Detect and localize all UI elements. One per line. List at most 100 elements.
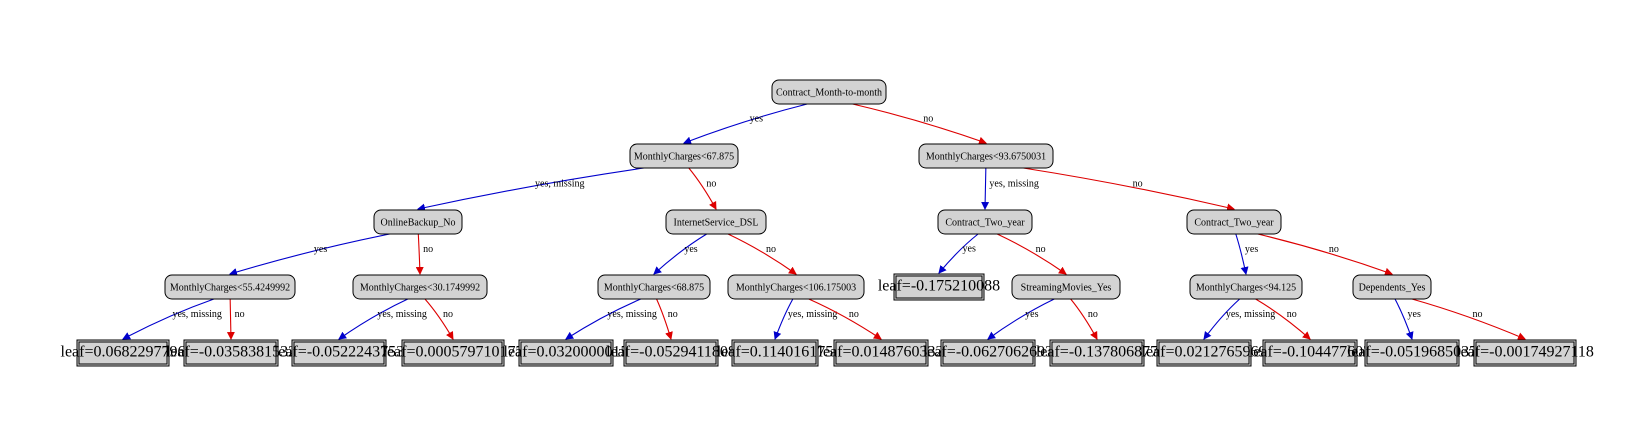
edge-n13-l12 [1255, 298, 1311, 340]
edge-n12-l9 [987, 298, 1055, 340]
node-label: Contract_Two_year [945, 218, 1025, 229]
leaf-box-inner [185, 341, 277, 365]
split-node-n12: StreamingMovies_Yes [1011, 274, 1121, 300]
leaf-node-l2: leaf=-0.0358381532 [166, 339, 296, 367]
leaf-box-inner [625, 341, 717, 365]
edge-n4-n9 [653, 233, 707, 275]
leaf-box-inner [293, 341, 385, 365]
node-label: MonthlyCharges<55.4249992 [170, 283, 290, 294]
split-node-n2: MonthlyCharges<93.6750031 [918, 143, 1054, 169]
node-label: leaf=-0.175210088 [878, 278, 1000, 295]
node-label: MonthlyCharges<68.875 [604, 283, 704, 294]
split-box [1186, 209, 1282, 235]
leaf-node-l10: leaf=-0.137806877 [1036, 339, 1158, 367]
edge-label-n0-n2: no [923, 114, 933, 125]
leaf-box [893, 273, 985, 301]
leaf-box [1262, 339, 1358, 367]
edge-label-n0-n1: yes [750, 114, 763, 125]
edge-label-n2-n6: no [1133, 179, 1143, 190]
edge-n8-l4 [424, 298, 454, 340]
edge-n0-n1 [683, 103, 808, 145]
edge-label-n4-n9: yes [684, 244, 697, 255]
leaf-node-l11: leaf=0.0212765969 [1142, 339, 1267, 367]
edge-label-n7-l1: yes, missing [172, 309, 221, 320]
edge-n9-l6 [656, 298, 673, 340]
node-label: leaf=-0.0519685037 [1347, 344, 1477, 361]
node-label: leaf=-0.0358381532 [166, 344, 296, 361]
leaf-box-inner [1264, 341, 1356, 365]
edge-label-n10-l8: no [849, 309, 859, 320]
split-node-n13: MonthlyCharges<94.125 [1189, 274, 1303, 300]
split-box [727, 274, 865, 300]
split-node-n0: Contract_Month-to-month [771, 79, 887, 105]
node-label: leaf=0.000579710177 [383, 344, 524, 361]
split-node-n10: MonthlyCharges<106.175003 [727, 274, 865, 300]
split-box [771, 79, 887, 105]
split-box [352, 274, 488, 300]
leaf-node-l1: leaf=0.0682297796 [61, 339, 186, 367]
edge-n3-n8 [415, 233, 424, 275]
node-label: InternetService_DSL [674, 218, 759, 229]
split-node-n8: MonthlyCharges<30.1749992 [352, 274, 488, 300]
edge-n10-l7 [773, 298, 794, 340]
split-box [937, 209, 1033, 235]
edge-label-n6-n13: yes [1245, 244, 1258, 255]
edge-label-n1-n3: yes, missing [535, 179, 584, 190]
node-label: Dependents_Yes [1359, 283, 1426, 294]
edge-n0-n2 [852, 103, 987, 145]
node-label: OnlineBackup_No [381, 218, 456, 229]
node-label: leaf=0.0148760332 [819, 344, 944, 361]
leaf-box-inner [895, 275, 983, 299]
leaf-box-inner [78, 341, 168, 365]
node-label: leaf=0.0682297796 [61, 344, 186, 361]
edge-n6-n14 [1257, 233, 1393, 276]
leaf-box-inner [1475, 341, 1575, 365]
nodes-layer: Contract_Month-to-monthMonthlyCharges<67… [61, 79, 1594, 367]
leaf-box [518, 339, 614, 367]
split-box [665, 209, 767, 235]
edge-label-n2-n5: yes, missing [989, 179, 1038, 190]
edge-n1-n3 [417, 167, 645, 212]
edge-n2-n6 [1023, 167, 1235, 212]
node-label: leaf=-0.137806877 [1036, 344, 1158, 361]
edge-label-n3-n8: no [423, 244, 433, 255]
leaf-box [1364, 339, 1460, 367]
edge-label-n5-n11: yes [963, 244, 976, 255]
split-box [1352, 274, 1432, 300]
leaf-box-inner [1051, 341, 1143, 365]
node-label: Contract_Month-to-month [776, 88, 882, 99]
leaf-box [1473, 339, 1577, 367]
edge-n13-l11 [1203, 298, 1241, 340]
edge-n10-l8 [808, 298, 882, 340]
split-node-n5: Contract_Two_year [937, 209, 1033, 235]
edge-label-n4-n10: no [766, 244, 776, 255]
edge-label-n12-l9: yes [1025, 309, 1038, 320]
leaf-node-l7: leaf=0.114016175 [717, 339, 833, 367]
leaf-box [623, 339, 719, 367]
node-label: MonthlyCharges<30.1749992 [360, 283, 480, 294]
leaf-box [183, 339, 279, 367]
edge-n14-l14 [1411, 298, 1526, 340]
split-node-n3: OnlineBackup_No [373, 209, 463, 235]
edge-label-n7-l2: no [235, 309, 245, 320]
edge-n2-n5 [981, 167, 990, 210]
node-label: leaf=-0.0529411808 [606, 344, 736, 361]
edge-label-n8-l3: yes, missing [377, 309, 426, 320]
leaf-node-l9: leaf=-0.0627062693 [923, 339, 1053, 367]
edge-n8-l3 [338, 298, 409, 340]
edge-n14-l13 [1394, 298, 1414, 340]
node-label: leaf=-0.0522243753 [274, 344, 404, 361]
edge-label-n3-n7: yes [314, 244, 327, 255]
leaf-box-inner [1366, 341, 1458, 365]
edge-label-n9-l5: yes, missing [607, 309, 656, 320]
edge-n7-l2 [226, 298, 235, 340]
leaf-node-l3: leaf=-0.0522243753 [274, 339, 404, 367]
leaf-box-inner [835, 341, 927, 365]
leaf-node-n11: leaf=-0.175210088 [878, 273, 1000, 301]
split-box [597, 274, 711, 300]
leaf-node-l13: leaf=-0.0519685037 [1347, 339, 1477, 367]
edge-label-n12-l10: no [1088, 309, 1098, 320]
leaf-node-l4: leaf=0.000579710177 [383, 339, 524, 367]
split-box [918, 143, 1054, 169]
